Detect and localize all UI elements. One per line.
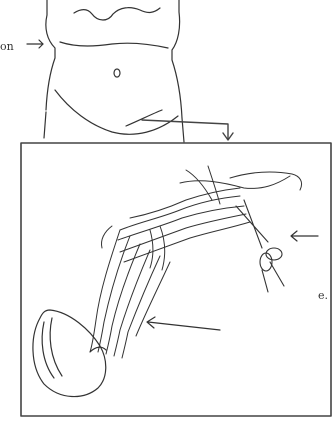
navel-mark (114, 69, 120, 77)
side-label-fragment: e. (318, 289, 328, 302)
incision-line (126, 110, 162, 126)
pointer-arrow-left (27, 40, 43, 48)
torso-label-fragment: on (0, 40, 14, 53)
inset-frame (21, 143, 331, 416)
pointer-arrow-lower (147, 317, 220, 330)
pointer-arrow-right-upper (291, 231, 318, 241)
scissors-icon (236, 200, 284, 292)
pouch-structure (33, 310, 106, 397)
